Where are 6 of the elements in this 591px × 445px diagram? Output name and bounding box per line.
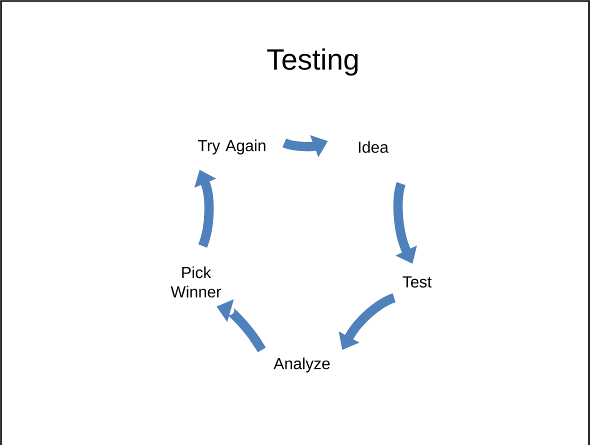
node-label: Analyze [274,358,330,372]
node-label: Try Again [198,140,266,154]
node-label: Idea [358,141,389,153]
title: Testing [267,48,358,76]
node-label: Pick Winner [170,266,222,298]
node-label: Test [402,276,432,288]
